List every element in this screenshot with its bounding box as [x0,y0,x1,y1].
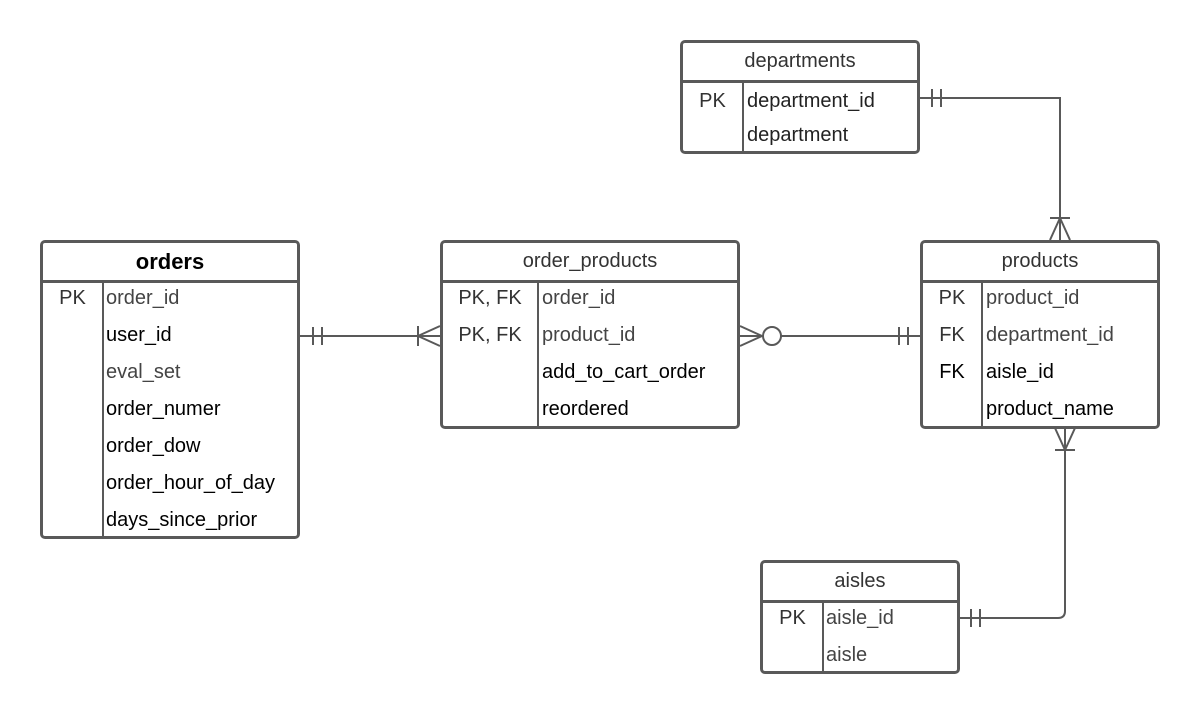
field-name: reordered [542,398,629,420]
table-row: department [683,117,917,154]
column-divider [537,283,539,426]
key-label [43,465,102,502]
field-name: product_name [986,398,1114,420]
key-label [763,637,822,674]
entity-order-products[interactable]: order_products PK, FK order_id PK, FK pr… [440,240,740,429]
field-name: aisle_id [826,607,894,629]
column-divider [102,283,104,536]
table-row: order_numer [43,391,297,428]
field-name: order_hour_of_day [106,472,276,494]
rel-aisles-products-line [960,428,1066,619]
table-row: PK aisle_id [763,600,957,637]
field-name: eval_set [106,361,181,383]
field-name: aisle_id [986,361,1054,383]
entity-aisles[interactable]: aisles PK aisle_id aisle [760,560,960,674]
key-label: FK [939,361,965,383]
entity-title-order-products: order_products [443,243,737,283]
key-label [43,354,102,391]
key-label: PK, FK [458,324,522,346]
table-row: product_name [923,391,1157,428]
field-name: user_id [106,324,172,346]
column-divider [822,603,824,671]
key-label: PK [59,287,86,309]
entity-departments[interactable]: departments PK department_id department [680,40,920,154]
entity-orders[interactable]: orders PK order_id user_id eval_set orde… [40,240,300,539]
field-name: department_id [747,90,875,112]
key-label [923,391,981,428]
table-row: aisle [763,637,957,674]
entity-title-aisles: aisles [763,563,957,603]
rel-order-products-crowfoot-left [415,325,441,347]
key-label: PK [699,90,726,112]
field-name: add_to_cart_order [542,361,706,383]
key-label [683,117,742,154]
field-name: department [747,124,849,146]
table-row: add_to_cart_order [443,354,737,391]
table-row: order_hour_of_day [43,465,297,502]
rel-products-crowfoot-top [1049,215,1071,241]
table-row: PK product_id [923,280,1157,317]
table-row: PK, FK product_id [443,317,737,354]
field-name: order_dow [106,435,201,457]
key-label: PK, FK [458,287,522,309]
field-name: aisle [826,644,868,666]
rel-order-products-zero-mark [762,326,782,346]
field-name: product_id [542,324,636,346]
entity-title-products: products [923,243,1157,283]
entity-title-orders: orders [43,243,297,283]
key-label [43,317,102,354]
field-name: order_numer [106,398,221,420]
table-row: eval_set [43,354,297,391]
field-name: order_id [106,287,180,309]
field-name: order_id [542,287,616,309]
key-label: PK [779,607,806,629]
column-divider [981,283,983,426]
table-row: days_since_prior [43,502,297,539]
key-label [43,428,102,465]
field-name: days_since_prior [106,509,258,531]
table-row: FK department_id [923,317,1157,354]
field-name: department_id [986,324,1114,346]
rel-departments-products-line [920,97,1061,240]
table-row: FK aisle_id [923,354,1157,391]
column-divider [742,83,744,151]
key-label [43,391,102,428]
key-label [43,502,102,539]
table-row: user_id [43,317,297,354]
table-row: PK, FK order_id [443,280,737,317]
entity-products[interactable]: products PK product_id FK department_id … [920,240,1160,429]
key-label [443,354,537,391]
table-row: order_dow [43,428,297,465]
table-row: reordered [443,391,737,428]
table-row: PK order_id [43,280,297,317]
key-label [443,391,537,428]
entity-title-departments: departments [683,43,917,83]
field-name: product_id [986,287,1080,309]
key-label: FK [939,324,965,346]
table-row: PK department_id [683,83,917,120]
key-label: PK [938,287,966,309]
rel-products-crowfoot-bottom [1054,427,1076,453]
